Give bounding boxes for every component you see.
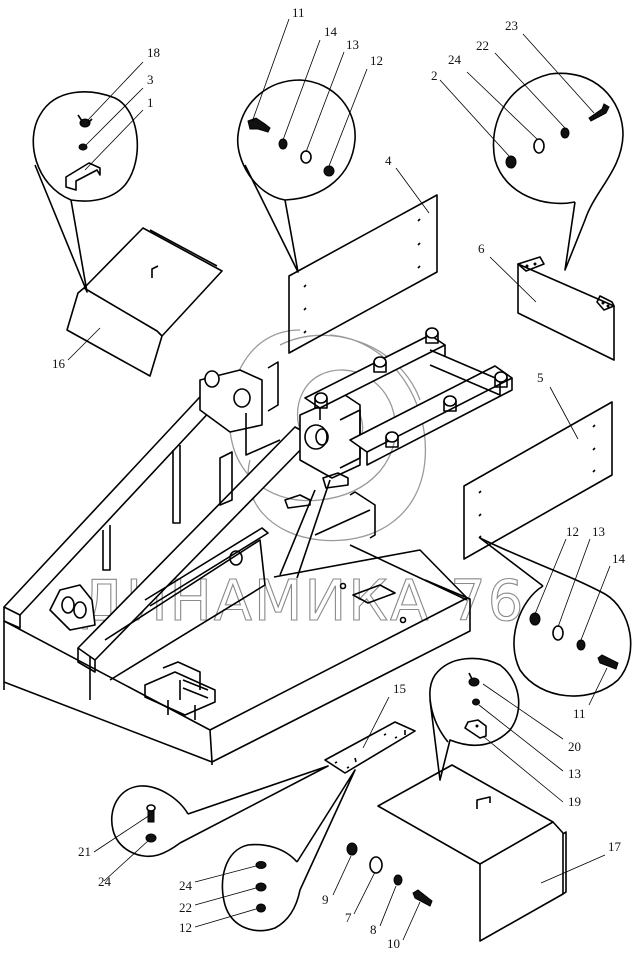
- label-12-mid: 12: [566, 524, 579, 539]
- label-1: 1: [147, 95, 154, 110]
- flat-washer-icon: [533, 138, 545, 154]
- callout-bubble-mid-right: [479, 537, 632, 697]
- label-20: 20: [568, 739, 581, 754]
- strip-part-15: [324, 721, 416, 774]
- bushing-icons: [314, 327, 508, 448]
- label-23: 23: [505, 18, 518, 33]
- flat-washer-icon: [552, 625, 564, 641]
- main-frame-assembly: [3, 327, 513, 765]
- label-9: 9: [322, 892, 329, 907]
- nut-icon: [256, 903, 266, 913]
- bracket-part-6: [517, 256, 615, 361]
- label-24-bc: 24: [179, 878, 193, 893]
- callout-bubble-top-center: [236, 79, 356, 273]
- nut-icon: [505, 155, 517, 169]
- label-10: 10: [387, 936, 400, 951]
- wing-nut-icon: [77, 114, 93, 128]
- valve-block-icon: [144, 661, 216, 720]
- flat-washer-icon: [300, 150, 312, 164]
- label-7: 7: [345, 910, 352, 925]
- nut-icon: [346, 842, 358, 856]
- bolt-icon: [588, 103, 610, 122]
- washer-icon: [145, 833, 157, 843]
- nut-icon: [323, 165, 335, 177]
- label-13-top: 13: [346, 37, 359, 52]
- label-12-bc: 12: [179, 920, 192, 935]
- label-15: 15: [393, 681, 406, 696]
- label-11-top: 11: [292, 5, 305, 20]
- clip-bracket-icon: [464, 719, 487, 739]
- label-18: 18: [147, 45, 160, 60]
- cover-part-17: [377, 764, 567, 942]
- label-21: 21: [78, 844, 91, 859]
- screw-icon: [146, 804, 156, 823]
- lock-washer-icon: [393, 874, 403, 886]
- lock-washer-icon: [560, 127, 570, 139]
- callout-bubble-lower-right: [429, 657, 520, 781]
- callout-bubble-bottom-center: [221, 769, 356, 932]
- bolt-icon: [247, 117, 271, 133]
- lock-washer-icon: [278, 138, 288, 150]
- label-14-top: 14: [324, 24, 338, 39]
- callout-bubble-bottom-left: [111, 765, 329, 857]
- wing-nut-icon: [468, 672, 480, 687]
- lock-washer-icon: [576, 639, 586, 651]
- lock-washer-icon: [255, 882, 267, 892]
- washer-icon: [255, 861, 267, 869]
- label-13-mid: 13: [592, 524, 605, 539]
- washer-icon: [78, 143, 88, 151]
- label-6: 6: [478, 241, 485, 256]
- clip-bracket-icon: [65, 162, 101, 191]
- label-5: 5: [537, 370, 544, 385]
- label-4: 4: [385, 153, 392, 168]
- label-22-bc: 22: [179, 900, 192, 915]
- label-17: 17: [608, 839, 622, 854]
- label-2: 2: [431, 68, 438, 83]
- bolt-icon: [597, 654, 619, 670]
- flat-washer-icon: [369, 856, 383, 874]
- panel-part-4: [288, 194, 438, 354]
- label-24-bl: 24: [98, 874, 112, 889]
- label-16: 16: [52, 356, 66, 371]
- label-11-mid: 11: [573, 706, 586, 721]
- washer-icon: [472, 698, 480, 706]
- callout-bubble-top-right: [492, 72, 624, 271]
- label-24-top: 24: [448, 52, 462, 67]
- label-13-lr: 13: [568, 766, 581, 781]
- callout-bubble-top-left: [32, 91, 139, 293]
- label-19: 19: [568, 794, 581, 809]
- bolt-icon: [412, 889, 433, 907]
- label-8: 8: [370, 922, 377, 937]
- label-22-top: 22: [476, 38, 489, 53]
- panel-part-5: [463, 401, 613, 560]
- nut-icon: [529, 612, 541, 626]
- cover-part-16: [66, 227, 223, 377]
- label-14-mid: 14: [612, 551, 626, 566]
- label-12-top: 12: [370, 53, 383, 68]
- label-3: 3: [147, 72, 154, 87]
